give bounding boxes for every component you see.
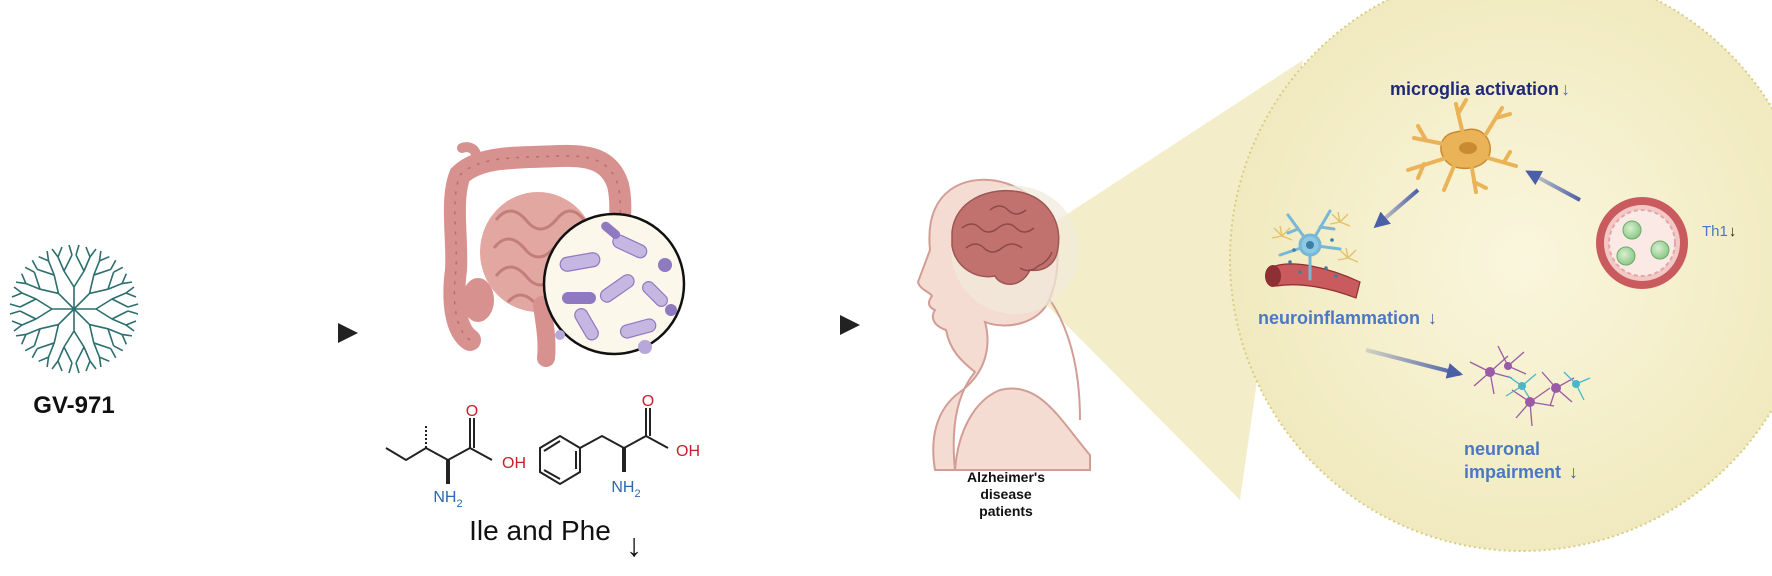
neuroinflammation-label: neuroinflammation↓ xyxy=(1258,308,1437,328)
neuronal-label-line2: impairment↓ xyxy=(1464,462,1578,482)
th1-label: Th1↓ xyxy=(1702,223,1736,240)
arrow-microglia-to-inflammation xyxy=(1373,188,1420,229)
amino-acids-trend-arrow: ↓ xyxy=(626,527,642,563)
ile-amine: NH2 xyxy=(433,489,462,510)
patient-label-line1: Alzheimer's xyxy=(967,469,1045,485)
arrow-th1-to-microglia xyxy=(1525,170,1581,202)
inflamed-vessel-icon xyxy=(1265,209,1361,299)
phe-oxygen: O xyxy=(642,393,654,410)
neuronal-label-line1: neuronal xyxy=(1464,439,1540,459)
patient-label-line2: disease xyxy=(980,486,1032,502)
drug-name: GV-971 xyxy=(33,392,114,419)
microglia-cell-icon xyxy=(1406,98,1518,194)
ile-hydroxyl: OH xyxy=(502,455,526,472)
patient-label-line3: patients xyxy=(979,503,1033,519)
isoleucine-structure xyxy=(385,418,493,484)
amino-acids-label: Ile and Phe xyxy=(469,515,611,546)
bacteria-magnifier-icon xyxy=(542,212,686,356)
arrow-inflammation-to-neurons xyxy=(1365,348,1464,379)
zoom-cone xyxy=(1000,60,1303,500)
ile-oxygen: O xyxy=(466,403,478,420)
phe-hydroxyl: OH xyxy=(676,443,700,460)
human-head-brain-icon xyxy=(916,178,1091,471)
phenylalanine-structure xyxy=(539,408,669,486)
zoom-lens xyxy=(1229,0,1772,552)
phe-amine: NH2 xyxy=(611,479,640,500)
neuron-network-icon xyxy=(1469,345,1591,427)
microglia-label: microglia activation↓ xyxy=(1390,79,1570,99)
blood-vessel-th1-icon xyxy=(1596,197,1688,289)
dendrimer-tree-icon xyxy=(9,244,139,374)
